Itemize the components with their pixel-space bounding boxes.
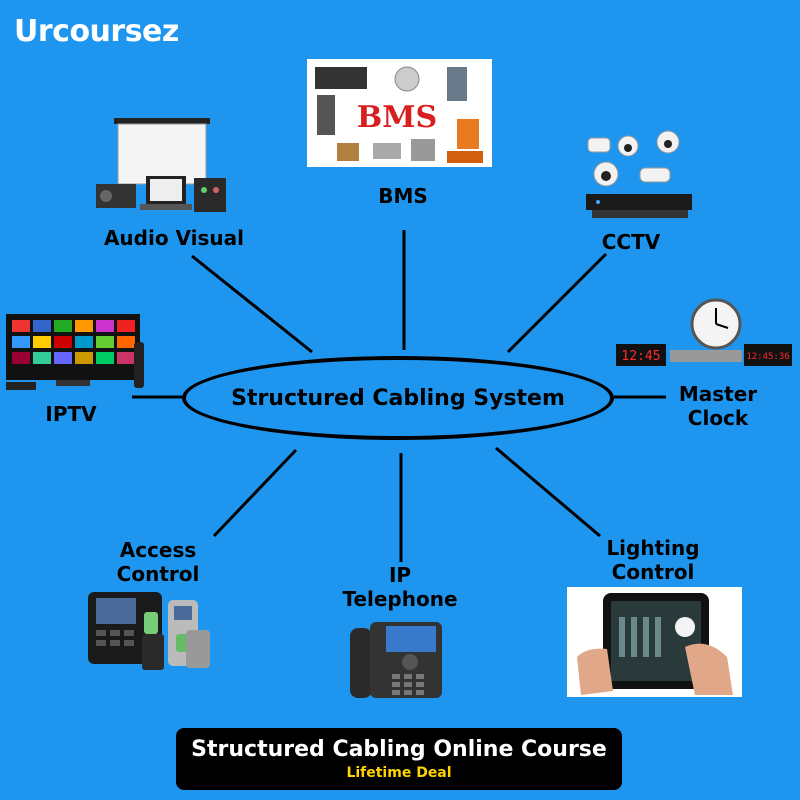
iptv-label: IPTV: [45, 402, 97, 426]
desk-phone-icon: [350, 622, 442, 698]
cctv-label: CCTV: [601, 230, 661, 254]
brand-logo: Urcoursez: [14, 14, 179, 49]
course-banner[interactable]: Structured Cabling Online Course Lifetim…: [176, 728, 622, 790]
course-banner-title: Structured Cabling Online Course: [191, 737, 607, 762]
ip-telephone-label-line2: Telephone: [342, 587, 458, 611]
course-banner-subtitle: Lifetime Deal: [346, 765, 452, 781]
master-clock-label-line1: Master: [678, 382, 758, 406]
line-audio-visual: [191, 254, 313, 354]
ip-telephone-label: IP Telephone: [330, 563, 470, 611]
security-camera-icon: [586, 130, 692, 218]
ip-telephone-image: [346, 620, 446, 700]
center-node: Structured Cabling System: [182, 356, 614, 440]
audio-visual-image: [92, 118, 232, 216]
access-control-label-line2: Control: [116, 562, 200, 586]
access-control-image: [86, 590, 214, 674]
lighting-control-image: [567, 587, 742, 697]
bms-image: BMS: [307, 59, 492, 167]
clock-display-2: 12:45:36: [746, 352, 789, 362]
clock-display-1: 12:45: [621, 349, 660, 364]
fingerprint-reader-icon: [88, 592, 210, 670]
audio-visual-label: Audio Visual: [103, 226, 245, 250]
lighting-control-label: Lighting Control: [598, 536, 708, 584]
projector-screen-icon: [96, 118, 226, 212]
bms-label: BMS: [378, 184, 428, 208]
line-access-control: [212, 448, 298, 538]
tablet-control-icon: [577, 593, 733, 695]
access-control-label-line1: Access: [119, 538, 197, 562]
center-label: Structured Cabling System: [231, 385, 565, 411]
master-clock-label-line2: Clock: [687, 406, 749, 430]
bms-image-text: BMS: [357, 100, 437, 135]
ip-telephone-label-line1: IP: [388, 563, 412, 587]
master-clock-label: Master Clock: [668, 382, 768, 430]
access-control-label: Access Control: [108, 538, 208, 586]
tv-icon: [6, 314, 144, 390]
master-clock-image: 12:45 12:45:36: [612, 298, 794, 374]
iptv-image: [6, 312, 152, 392]
lighting-control-label-line2: Control: [611, 560, 695, 584]
cctv-image: [584, 128, 696, 226]
line-lighting-control: [495, 446, 601, 538]
line-cctv: [506, 252, 608, 354]
building-controls-icon: BMS: [315, 66, 483, 163]
lighting-control-label-line1: Lighting: [606, 536, 700, 560]
clock-icon: 12:45 12:45:36: [616, 298, 792, 366]
